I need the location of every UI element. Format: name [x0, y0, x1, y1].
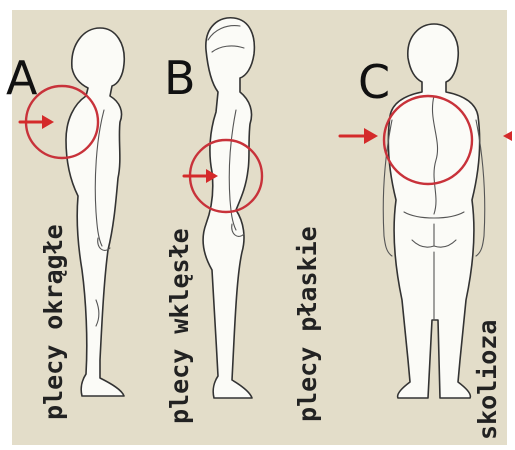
panel-letter-b: B: [164, 51, 196, 105]
panel-letter-c: C: [358, 55, 390, 109]
panel-label-a: plecy okrągłe: [39, 224, 68, 420]
panel-label-b: plecy wklęsłe: [165, 228, 194, 424]
panel-letter-a: A: [6, 51, 38, 105]
panel-label-c: skolioza: [473, 320, 502, 440]
panel-label-flat: plecy płaskie: [293, 226, 322, 422]
